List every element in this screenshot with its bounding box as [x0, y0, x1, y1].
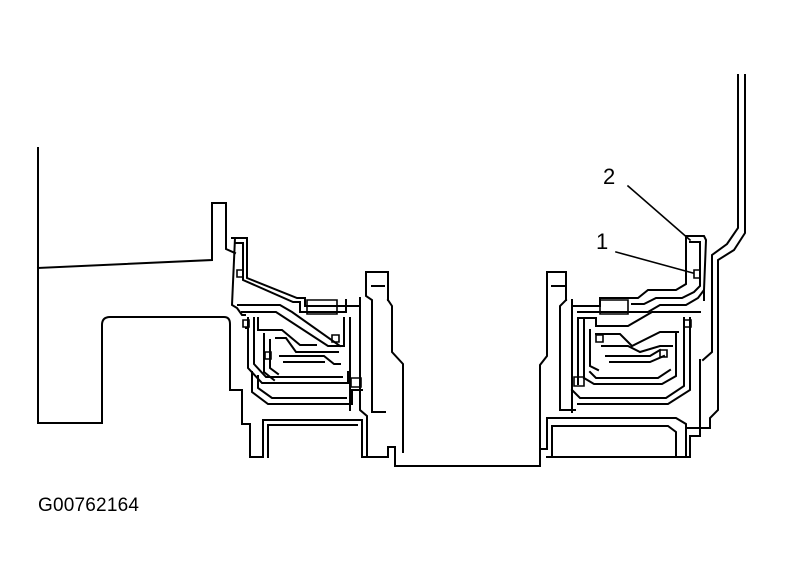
- callout-label-1: 1: [596, 229, 609, 254]
- left-piston-assembly: [232, 238, 362, 410]
- leader-line-2: [628, 186, 690, 240]
- left-shaft: [360, 272, 403, 457]
- leader-line-1: [616, 252, 693, 273]
- callout-label-2: 2: [603, 164, 616, 189]
- leader-lines: [616, 186, 693, 273]
- right-housing: [547, 75, 745, 457]
- right-shaft: [540, 272, 575, 449]
- figure-id-label: G00762164: [38, 495, 140, 516]
- left-housing: [38, 148, 547, 466]
- right-piston-assembly: [572, 236, 706, 404]
